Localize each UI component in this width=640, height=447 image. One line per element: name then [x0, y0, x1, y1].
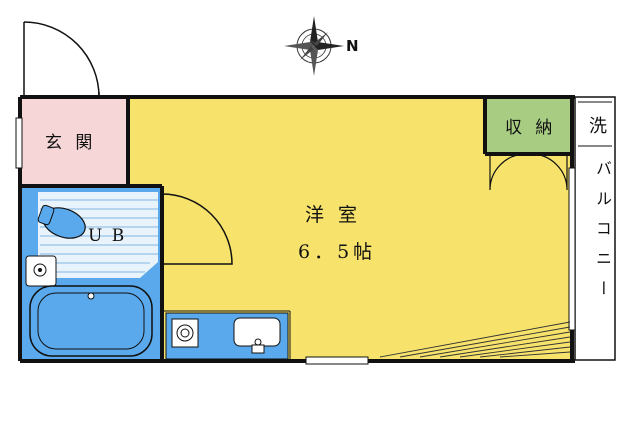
- north-label: N: [346, 37, 359, 55]
- closet-area: [487, 99, 570, 152]
- windows: [15, 117, 576, 365]
- balcony-label: バルコニー: [593, 160, 612, 310]
- bath-door: [161, 193, 233, 265]
- washbasin-icon: [25, 255, 57, 287]
- entrance-label: 玄 関: [45, 133, 97, 153]
- balcony-area: [574, 96, 616, 361]
- closet-doors: [489, 153, 568, 191]
- stove-icon: [171, 318, 199, 348]
- main-room-label: 洋 室: [305, 204, 362, 226]
- bathtub-icon: [29, 285, 153, 357]
- inner-lines: [164, 101, 612, 359]
- toilet-icon: [37, 204, 86, 239]
- main-room-size: 6．5帖: [298, 241, 377, 263]
- sunlight-rays: [379, 321, 571, 358]
- washer-label: 洗: [589, 116, 607, 137]
- kitchen-sink-icon: [233, 317, 281, 354]
- closet-label: 収 納: [505, 118, 557, 138]
- entrance-area: [22, 99, 128, 185]
- unit-bath-label: U B: [88, 226, 127, 246]
- compass-rose-icon: [284, 16, 344, 76]
- entry-door: [23, 21, 100, 98]
